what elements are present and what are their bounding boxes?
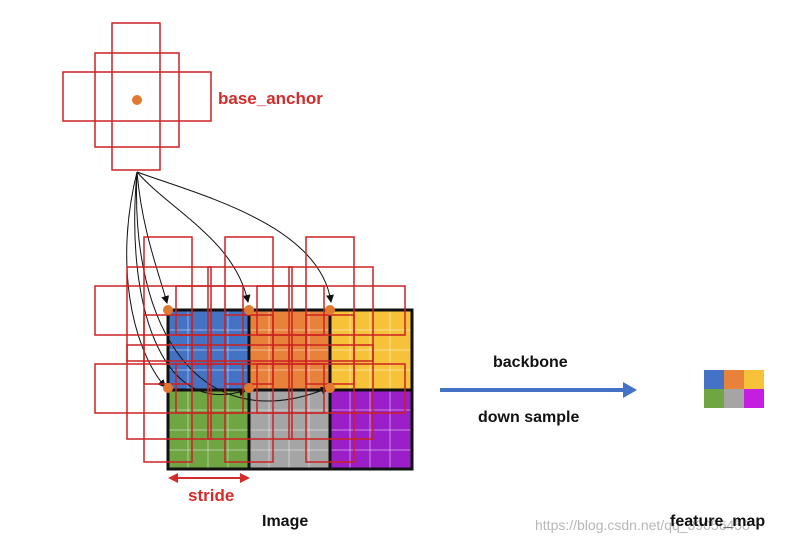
base-anchor-label: base_anchor — [218, 89, 323, 108]
stride-arrow — [168, 473, 250, 483]
stride-label: stride — [188, 486, 235, 505]
base-anchor-center — [132, 95, 142, 105]
feature-map — [704, 370, 764, 408]
image-cell-yellow — [330, 310, 412, 390]
anchor-center — [163, 383, 173, 393]
anchor-center — [325, 305, 335, 315]
feature-map-label: feature_map — [670, 513, 766, 530]
image-grid — [166, 308, 414, 471]
anchor-center — [163, 305, 173, 315]
image-cell-purple — [330, 390, 412, 469]
anchor-center — [244, 305, 254, 315]
watermark: https://blog.csdn.net/qq_39056458 — [535, 517, 750, 533]
image-label: Image — [262, 513, 309, 530]
base-anchor-boxes — [62, 22, 212, 171]
anchor-center — [325, 383, 335, 393]
anchor-mapping-arrows — [126, 171, 334, 402]
backbone-arrow — [440, 382, 637, 398]
down-sample-label: down sample — [478, 409, 580, 426]
anchor-center — [244, 383, 254, 393]
anchor-centers — [163, 305, 335, 393]
backbone-label: backbone — [493, 354, 568, 371]
